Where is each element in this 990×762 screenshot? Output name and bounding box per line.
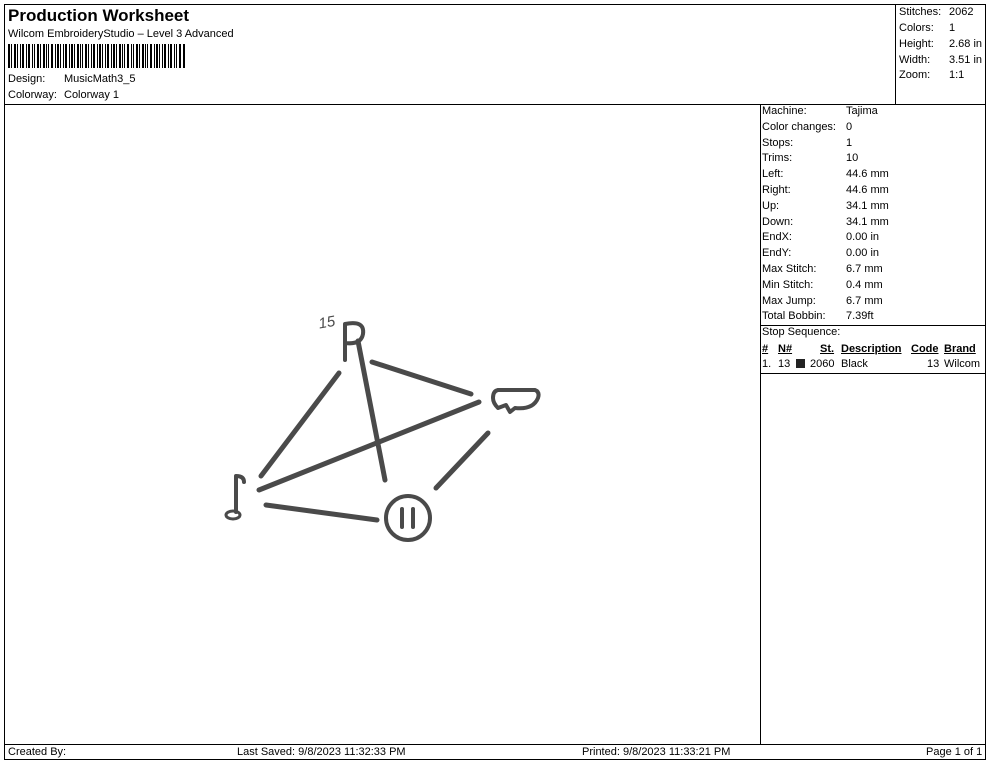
stitches-value: 2062 <box>949 6 974 18</box>
design-name: MusicMath3_5 <box>64 73 136 85</box>
detail-value: 44.6 mm <box>846 168 889 180</box>
detail-label: Max Stitch: <box>762 263 817 275</box>
stitch-line <box>433 430 491 491</box>
music-note-head <box>224 509 242 521</box>
colorway-label: Colorway: <box>8 89 57 101</box>
col-description: Description <box>841 343 902 355</box>
footer-frame <box>4 744 986 760</box>
row-description: Black <box>841 358 868 370</box>
col-num: # <box>762 343 769 355</box>
stitch-line <box>258 370 342 479</box>
detail-label: Trims: <box>762 152 793 164</box>
colors-label: Colors: <box>899 22 934 34</box>
row-stitches: 2060 <box>810 358 835 370</box>
page-title: Production Worksheet <box>8 6 190 25</box>
repeat-icon <box>491 388 541 414</box>
detail-value: 34.1 mm <box>846 200 889 212</box>
letter-p <box>343 321 366 362</box>
detail-label: Up: <box>762 200 780 212</box>
detail-label: EndX: <box>762 231 792 243</box>
detail-value: 1 <box>846 137 853 149</box>
detail-label: Total Bobbin: <box>762 310 826 322</box>
stop-sequence-bottom-divider <box>760 373 986 374</box>
zoom-label: Zoom: <box>899 69 931 81</box>
col-stitches: St. <box>820 343 835 355</box>
detail-label: Max Jump: <box>762 295 816 307</box>
height-label: Height: <box>899 38 934 50</box>
pause-circle <box>384 494 432 542</box>
embroidery-design: 15 <box>224 313 541 542</box>
software-name: Wilcom EmbroideryStudio – Level 3 Advanc… <box>8 28 234 40</box>
detail-value: 6.7 mm <box>846 295 883 307</box>
color-swatch <box>796 359 805 368</box>
detail-label: Left: <box>762 168 784 180</box>
detail-value: 10 <box>846 152 859 164</box>
detail-value: 0 <box>846 121 853 133</box>
zoom-value: 1:1 <box>949 69 965 81</box>
detail-label: Right: <box>762 184 791 196</box>
music-note-icon <box>234 474 246 514</box>
stitch-line <box>256 399 482 493</box>
design-label: Design: <box>8 73 46 85</box>
stitches-label: Stitches: <box>899 6 942 18</box>
stitch-line <box>263 502 380 523</box>
width-value: 3.51 in <box>949 54 983 66</box>
barcode <box>8 44 185 68</box>
col-needle: N# <box>778 343 793 355</box>
col-brand: Brand <box>944 343 976 355</box>
stitch-line <box>369 359 474 397</box>
design-number-label: 15 <box>317 313 337 333</box>
colorway-name: Colorway 1 <box>64 89 120 101</box>
row-brand: Wilcom <box>944 358 981 370</box>
stop-sequence-title: Stop Sequence: <box>762 326 841 338</box>
printed-date: Printed: 9/8/2023 11:33:21 PM <box>582 746 731 758</box>
created-by: Created By: <box>8 746 67 758</box>
detail-value: 34.1 mm <box>846 216 889 228</box>
height-value: 2.68 in <box>949 38 983 50</box>
col-code: Code <box>911 343 939 355</box>
detail-value: 0.00 in <box>846 247 880 259</box>
colors-value: 1 <box>949 22 956 34</box>
page-number: Page 1 of 1 <box>926 746 983 758</box>
detail-label: Min Stitch: <box>762 279 814 291</box>
row-code: 13 <box>927 358 940 370</box>
detail-value: 6.7 mm <box>846 263 883 275</box>
detail-value: 0.00 in <box>846 231 880 243</box>
detail-label: Stops: <box>762 137 794 149</box>
detail-label: EndY: <box>762 247 792 259</box>
row-num: 1. <box>762 358 772 370</box>
detail-value: 44.6 mm <box>846 184 889 196</box>
detail-label: Machine: <box>762 105 807 117</box>
stitch-line <box>355 338 388 483</box>
stop-sequence-divider <box>760 325 986 326</box>
detail-value: Tajima <box>846 105 878 117</box>
detail-value: 7.39ft <box>846 310 874 322</box>
row-needle: 13 <box>778 358 791 370</box>
detail-label: Down: <box>762 216 794 228</box>
detail-label: Color changes: <box>762 121 836 133</box>
width-label: Width: <box>899 54 931 66</box>
last-saved: Last Saved: 9/8/2023 11:32:33 PM <box>237 746 406 758</box>
summary-box: Stitches: 2062 Colors: 1 Height: 2.68 in… <box>895 4 986 105</box>
detail-value: 0.4 mm <box>846 279 883 291</box>
